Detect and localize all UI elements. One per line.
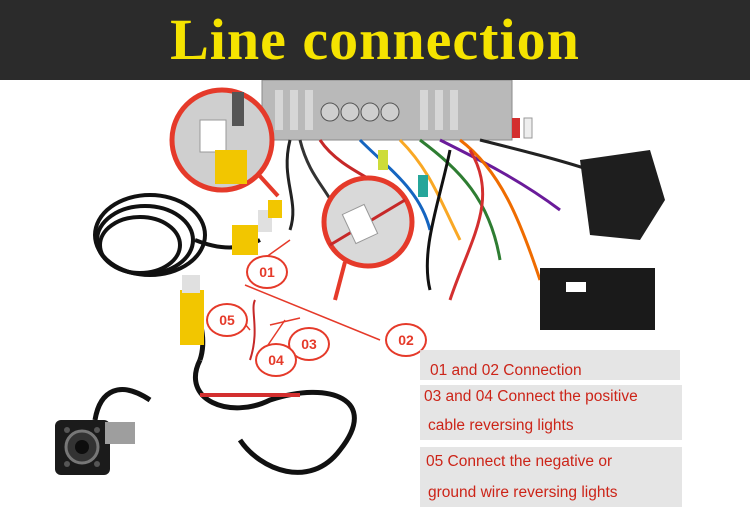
caption-positive: 03 and 04 Connect the positive cable rev… <box>420 385 682 440</box>
title-banner: Line connection <box>0 0 750 80</box>
callout-01: 01 <box>246 255 288 289</box>
page-title: Line connection <box>170 7 580 72</box>
yellow-rca <box>232 200 282 255</box>
backup-camera <box>55 420 135 475</box>
coiled-cable <box>93 193 261 277</box>
zoom-detail-left <box>169 87 280 198</box>
zoom-detail-right <box>321 175 415 301</box>
callout-04: 04 <box>255 343 297 377</box>
callout-05: 05 <box>206 303 248 337</box>
caption-line-5: ground wire reversing lights <box>428 483 618 501</box>
wire-harness <box>285 138 591 301</box>
rca-plugs <box>378 117 533 197</box>
yellow-rca-lower <box>180 275 204 345</box>
caption-line-4: 05 Connect the negative or <box>426 453 613 470</box>
head-unit <box>261 80 513 141</box>
caption-line-2: 03 and 04 Connect the positive <box>424 388 638 405</box>
caption-connection: 01 and 02 Connection <box>420 350 680 380</box>
caption-negative: 05 Connect the negative or ground wire r… <box>420 447 682 507</box>
black-module <box>540 150 665 330</box>
wiring-illustration <box>55 80 665 475</box>
caption-line-1: 01 and 02 Connection <box>430 362 582 379</box>
caption-line-3: cable reversing lights <box>428 416 574 434</box>
